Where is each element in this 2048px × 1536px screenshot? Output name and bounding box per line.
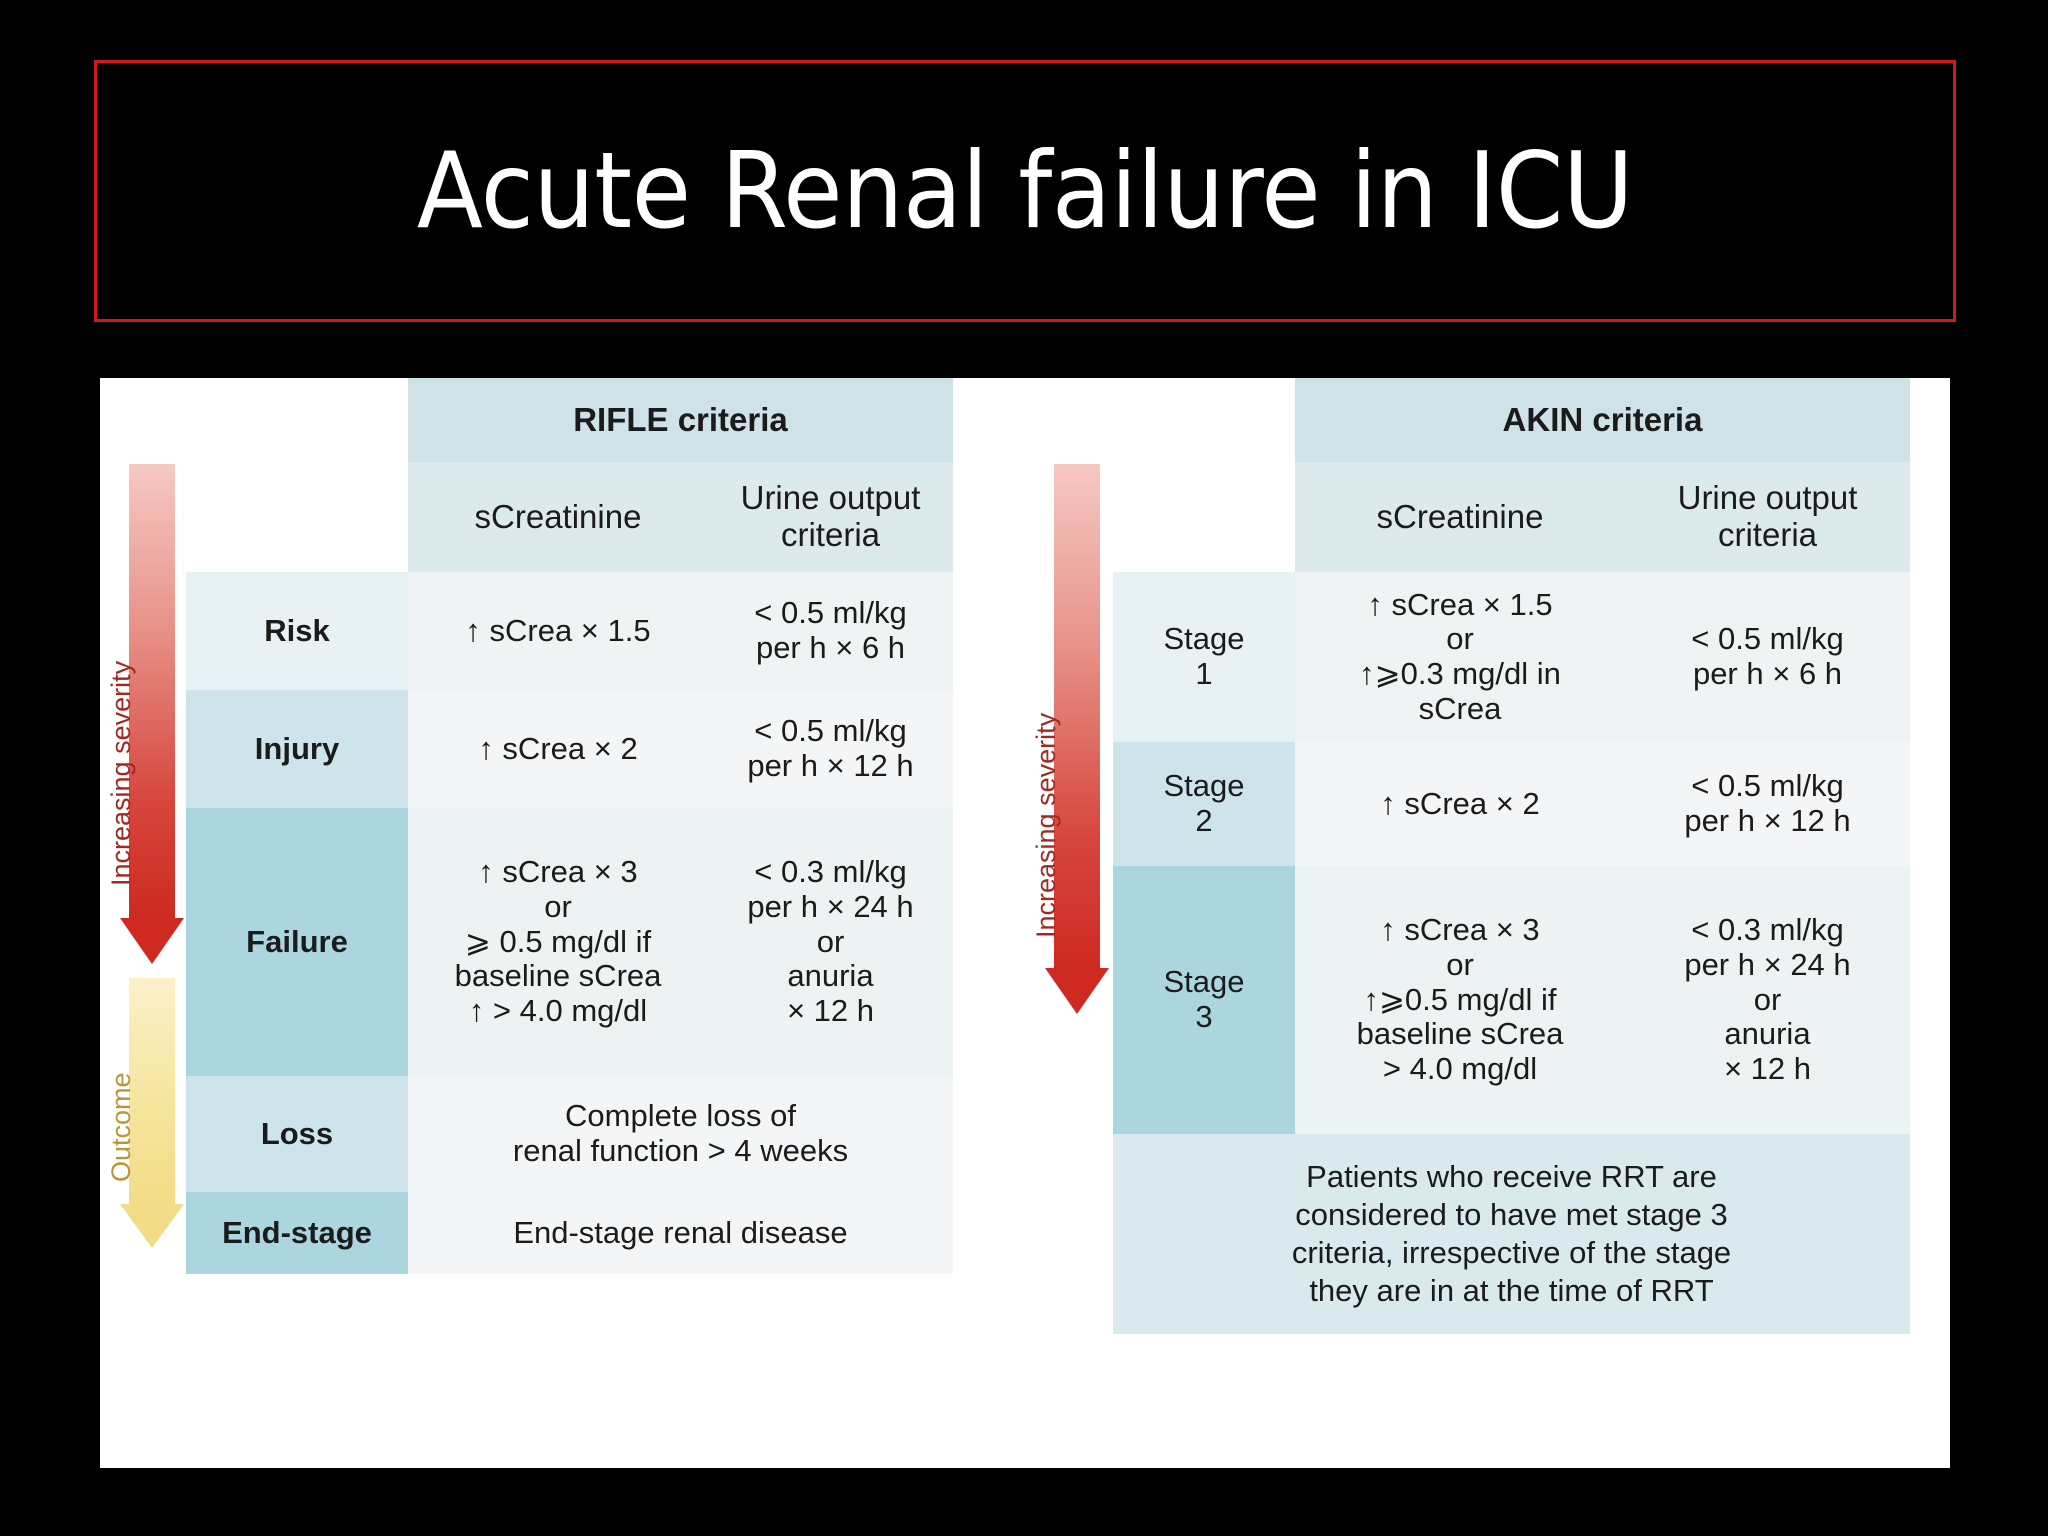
rifle-severity-label: Increasing severity <box>106 660 136 886</box>
rifle-corner-blank <box>186 378 408 462</box>
rifle-stage-endstage: End-stage <box>186 1192 408 1274</box>
rifle-col-screatinine: sCreatinine <box>408 462 708 572</box>
rifle-stage-risk: Risk <box>186 572 408 690</box>
akin-col-urine: Urine output criteria <box>1625 462 1910 572</box>
akin-rrt-footnote: Patients who receive RRT are considered … <box>1113 1134 1910 1334</box>
rifle-stage-injury: Injury <box>186 690 408 808</box>
arrow-head-icon <box>120 1204 184 1248</box>
criteria-figure: Increasing severity Outcome RIFLE criter… <box>100 378 1950 1468</box>
rifle-failure-urine: < 0.3 ml/kg per h × 24 h or anuria × 12 … <box>708 808 953 1076</box>
rifle-injury-screatinine: ↑ sCrea × 2 <box>408 690 708 808</box>
akin-panel: Increasing severity AKIN criteria sCreat… <box>1031 378 1950 1468</box>
akin-title: AKIN criteria <box>1295 378 1910 462</box>
rifle-risk-urine: < 0.5 ml/kg per h × 6 h <box>708 572 953 690</box>
akin-stage-col-blank <box>1113 462 1295 572</box>
rifle-failure-screatinine: ↑ sCrea × 3 or ⩾ 0.5 mg/dl if baseline s… <box>408 808 708 1076</box>
rifle-risk-screatinine: ↑ sCrea × 1.5 <box>408 572 708 690</box>
akin-stage-3: Stage 3 <box>1113 866 1295 1134</box>
rifle-stage-failure: Failure <box>186 808 408 1076</box>
akin-increasing-severity-arrow <box>1045 464 1109 1014</box>
title-box: Acute Renal failure in ICU <box>94 60 1956 322</box>
arrow-head-icon <box>1045 968 1109 1014</box>
rifle-injury-urine: < 0.5 ml/kg per h × 12 h <box>708 690 953 808</box>
akin-stage3-urine: < 0.3 ml/kg per h × 24 h or anuria × 12 … <box>1625 866 1910 1134</box>
akin-stage-1: Stage 1 <box>1113 572 1295 742</box>
akin-stage2-screatinine: ↑ sCrea × 2 <box>1295 742 1625 866</box>
rifle-loss-description: Complete loss of renal function > 4 week… <box>408 1076 953 1192</box>
rifle-outcome-label: Outcome <box>106 1072 136 1182</box>
rifle-col-urine: Urine output criteria <box>708 462 953 572</box>
akin-stage3-screatinine: ↑ sCrea × 3 or ↑⩾0.5 mg/dl if baseline s… <box>1295 866 1625 1134</box>
akin-stage1-urine: < 0.5 ml/kg per h × 6 h <box>1625 572 1910 742</box>
akin-severity-label: Increasing severity <box>1031 712 1061 938</box>
rifle-outcome-arrow <box>120 978 184 1248</box>
rifle-increasing-severity-arrow <box>120 464 184 964</box>
rifle-title: RIFLE criteria <box>408 378 953 462</box>
rifle-stage-col-blank <box>186 462 408 572</box>
akin-corner-blank <box>1113 378 1295 462</box>
rifle-endstage-description: End-stage renal disease <box>408 1192 953 1274</box>
arrow-head-icon <box>120 918 184 964</box>
page-title: Acute Renal failure in ICU <box>416 130 1634 252</box>
akin-stage1-screatinine: ↑ sCrea × 1.5 or ↑⩾0.3 mg/dl in sCrea <box>1295 572 1625 742</box>
rifle-stage-loss: Loss <box>186 1076 408 1192</box>
rifle-panel: Increasing severity Outcome RIFLE criter… <box>100 378 1035 1468</box>
akin-col-screatinine: sCreatinine <box>1295 462 1625 572</box>
akin-stage-2: Stage 2 <box>1113 742 1295 866</box>
akin-stage2-urine: < 0.5 ml/kg per h × 12 h <box>1625 742 1910 866</box>
